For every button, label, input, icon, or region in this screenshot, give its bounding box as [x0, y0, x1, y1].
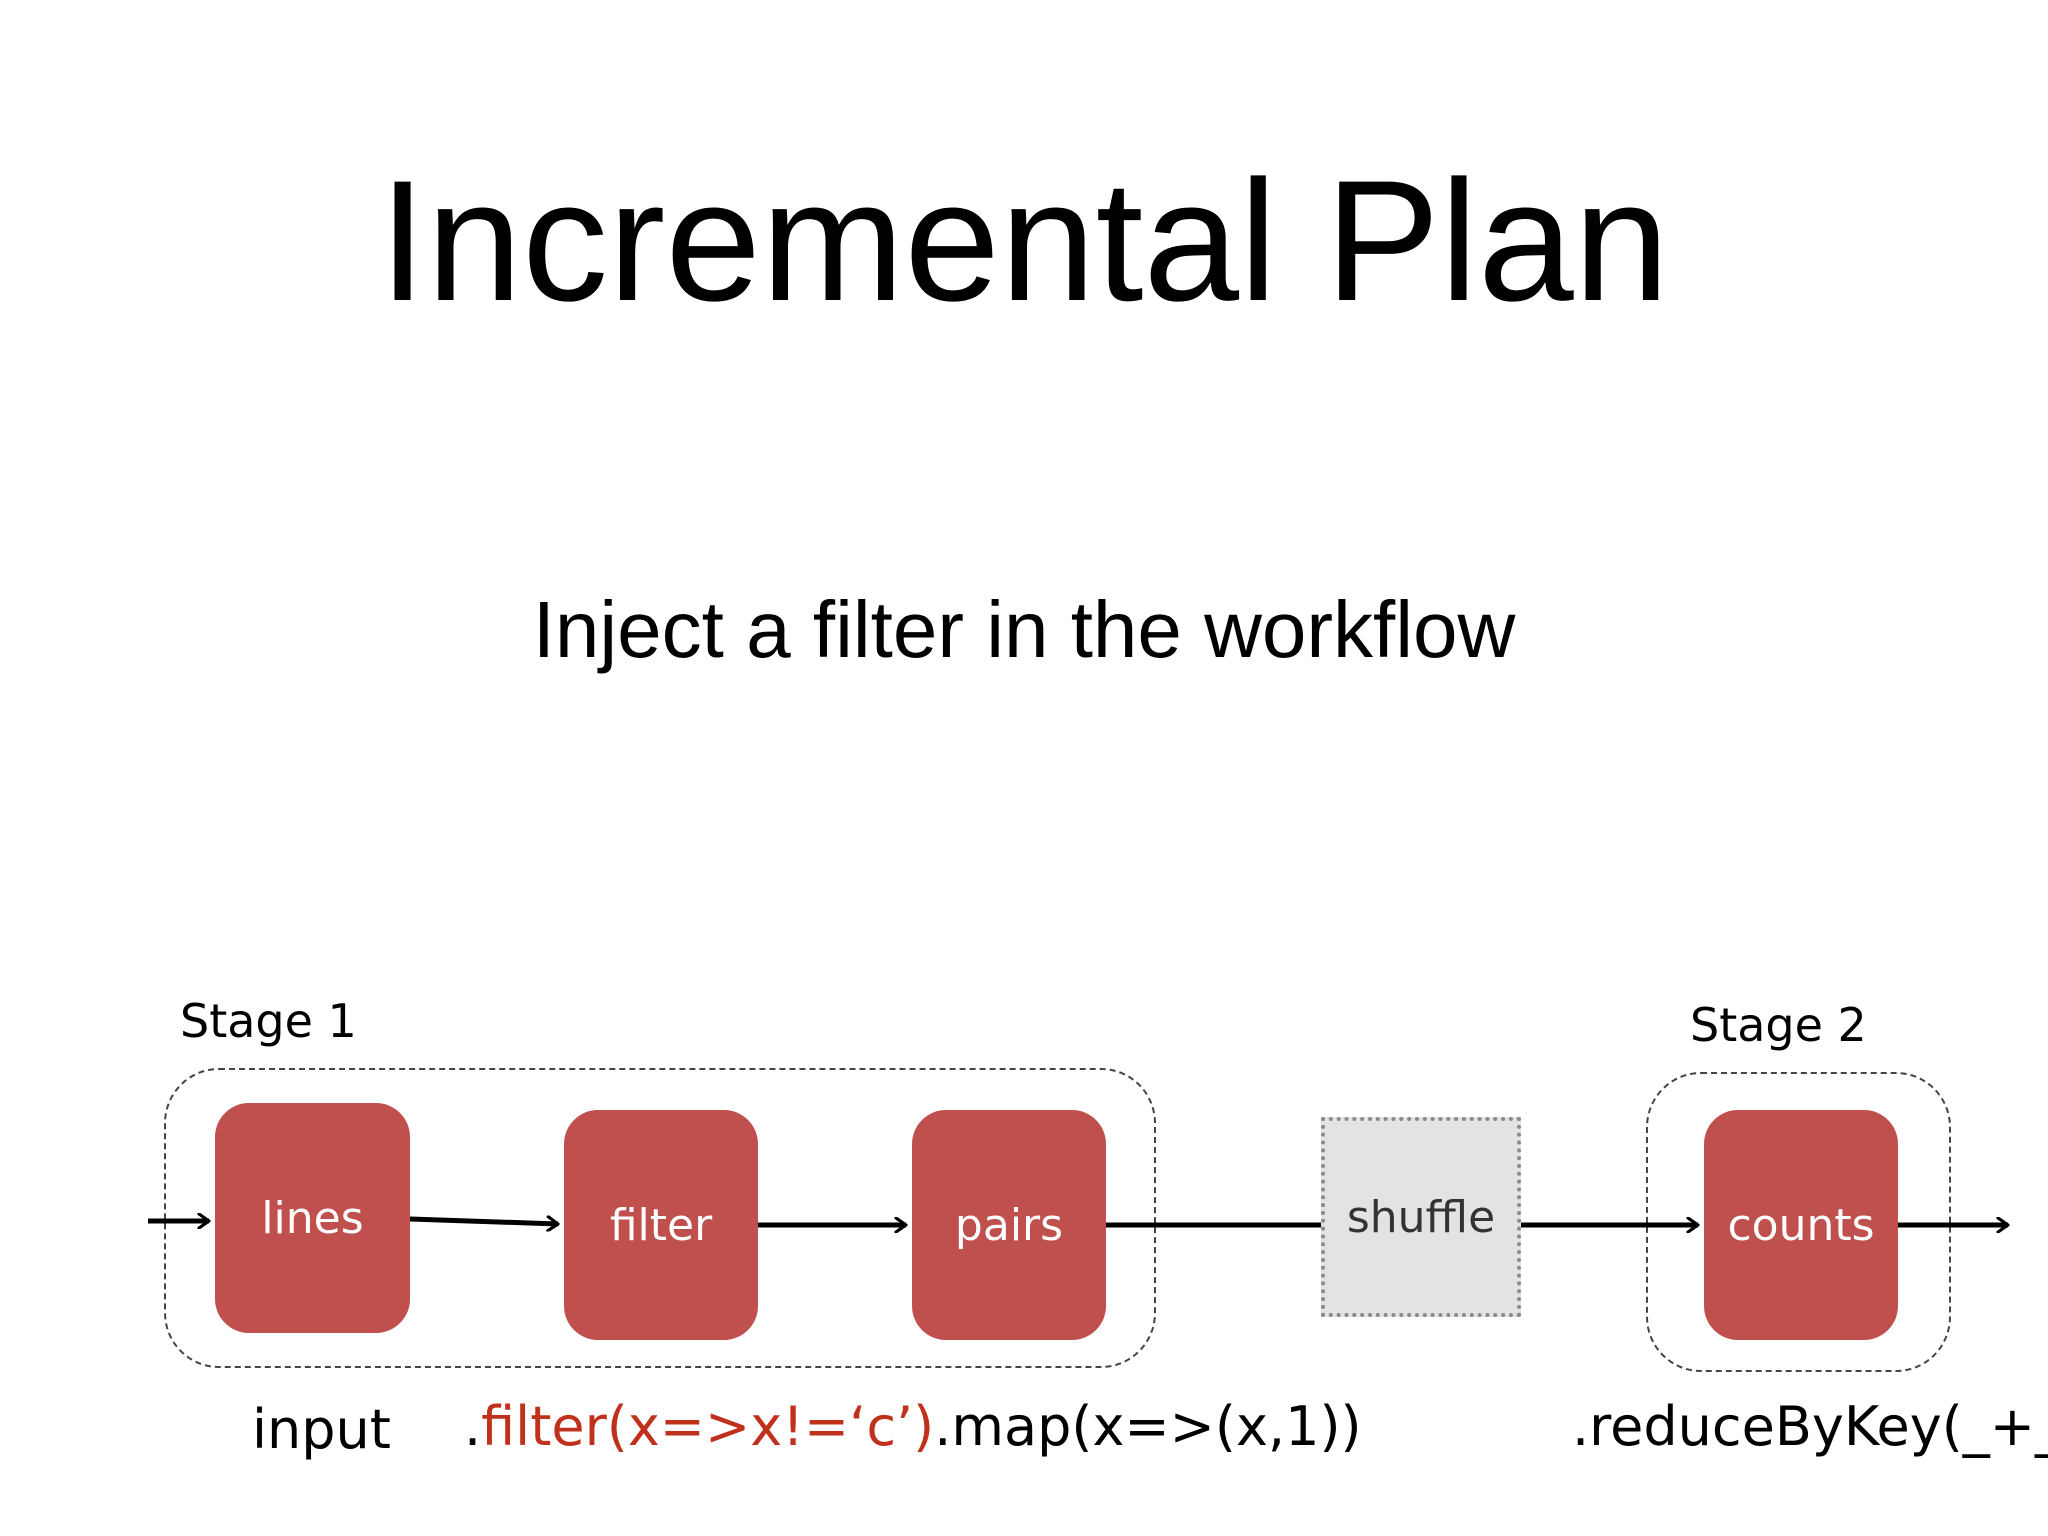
slide-subtitle: Inject a filter in the workflow	[532, 585, 1516, 674]
map-code-rest: .map(x=>(x,1))	[934, 1395, 1362, 1458]
node-shuffle-label: shuffle	[1346, 1191, 1496, 1243]
input-label: input	[252, 1398, 391, 1461]
node-lines-label: lines	[261, 1192, 364, 1244]
node-lines: lines	[215, 1103, 410, 1333]
map-code-label: .filter(x=>x!=‘c’).map(x=>(x,1))	[464, 1400, 1362, 1454]
node-pairs: pairs	[912, 1110, 1106, 1340]
node-counts-label: counts	[1727, 1199, 1875, 1251]
edge-lines-filter	[409, 1219, 558, 1224]
reduce-code-label: .reduceByKey(_+_)	[1572, 1395, 2048, 1458]
node-shuffle: shuffle	[1321, 1117, 1521, 1317]
node-pairs-label: pairs	[954, 1199, 1064, 1251]
stage-1-box	[164, 1068, 1156, 1368]
stage-2-label: Stage 2	[1690, 998, 1867, 1052]
map-code-prefix: .	[464, 1395, 482, 1458]
node-filter-label: filter	[609, 1199, 713, 1251]
stage-1-label: Stage 1	[180, 994, 357, 1048]
stage-2-box	[1646, 1072, 1951, 1372]
slide-title: Incremental Plan	[378, 145, 1670, 337]
map-code-highlight: filter(x=>x!=‘c’)	[481, 1395, 935, 1458]
node-counts: counts	[1704, 1110, 1898, 1340]
node-filter: filter	[564, 1110, 758, 1340]
